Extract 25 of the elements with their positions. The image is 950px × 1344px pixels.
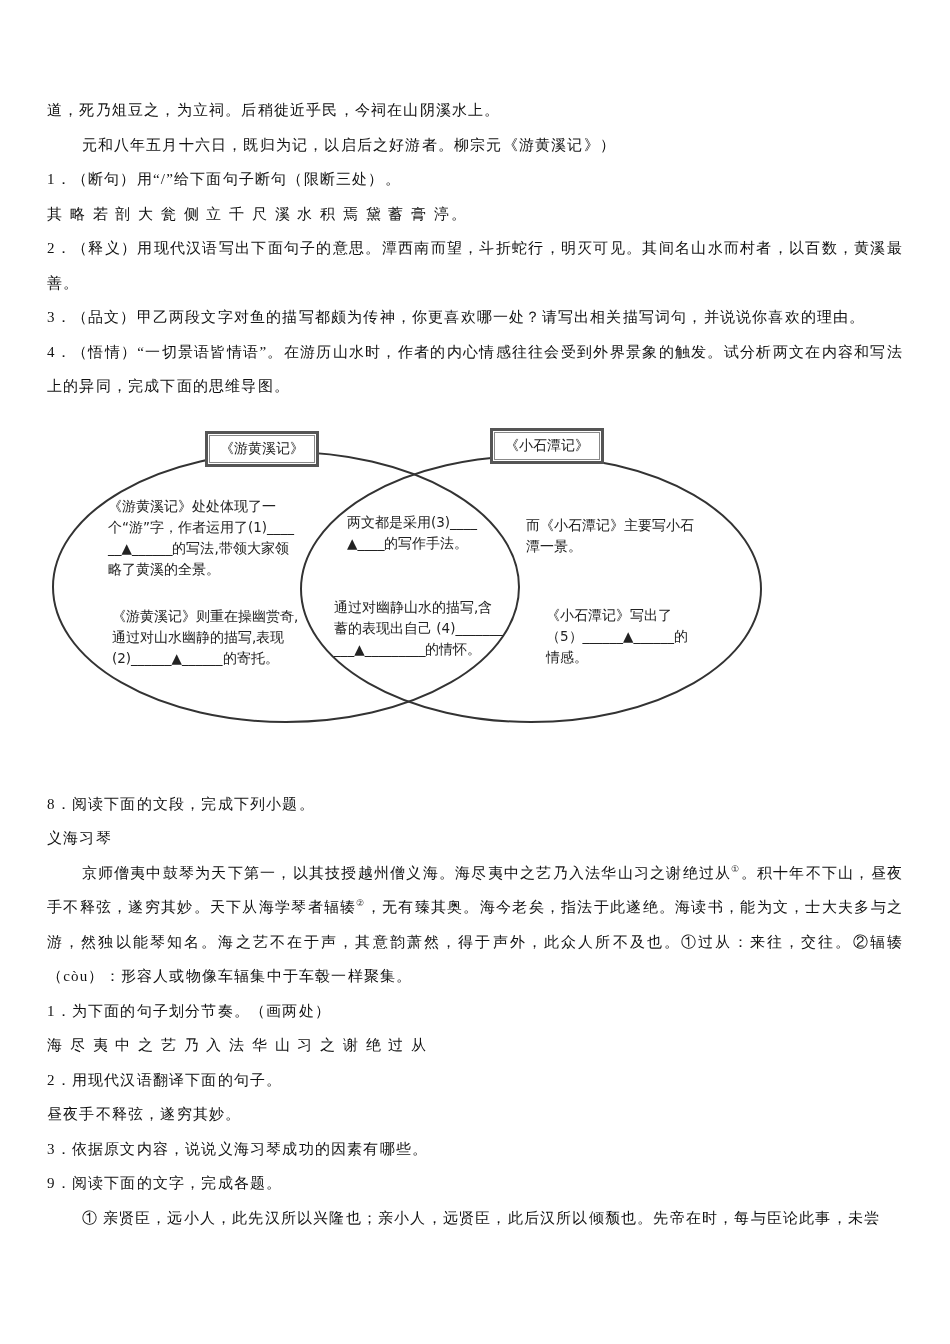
- question-text: 海 尽 夷 中 之 艺 乃 入 法 华 山 习 之 谢 绝 过 从: [47, 1036, 429, 1055]
- question-text: 4．（悟情）“一切景语皆情语”。在游历山水时，作者的内心情感往往会受到外界景象的触发。试分析两文在内容和写法上的异同，完成下面的思维导图。: [47, 342, 903, 396]
- question-text: 2．用现代汉语翻译下面的句子。: [47, 1070, 284, 1090]
- question-text: 道，死乃俎豆之，为立祠。后稍徙近乎民，今祠在山阴溪水上。: [47, 101, 502, 120]
- venn-text: 《游黄溪记》则重在操幽赏奇,通过对山水幽静的描写,表现(2)______▲______的寄托。: [112, 606, 300, 668]
- question-text: 1．为下面的句子划分节奏。（画两处）: [47, 1001, 333, 1021]
- venn-text: 两文都是采用(3)____▲____的写作手法。: [347, 512, 479, 553]
- question-text: 9．阅读下面的文字，完成各题。: [47, 1174, 284, 1193]
- question-text: 3．依据原文内容，说说义海习琴成功的因素有哪些。: [47, 1139, 430, 1159]
- venn-text: 《小石潭记》写出了（5）______▲______的情感。: [546, 605, 689, 667]
- venn-text: 而《小石潭记》主要写小石潭一景。: [526, 515, 695, 556]
- venn-text: 通过对幽静山水的描写,含蓄的表现出自己 (4)__________▲_________的情怀。: [334, 597, 504, 659]
- question-text: 京师僧夷中鼓琴为天下第一，以其技授越州僧义海。海尽夷中之艺乃入法华山习之谢绝过从$^{①}$。积十年不下山，昼夜手不释弦，遂穷其妙。天下从海学琴者辐辏$^{②}$，无有臻其奥。海今老矣，指法于此遂绝。海读书，能为文，士大夫多与之游，然独以能琴知名。海之艺不在于声，其意韵萧然，得于声外，此众人所不及也。①过从：来往，交往。②辐辏（còu）：形容人或物像车辐集中于车毂一样聚集。: [47, 862, 903, 986]
- question-text: 1．（断句）用“/”给下面句子断句（限断三处）。: [47, 170, 402, 189]
- question-text: 昼夜手不释弦，遂穷其妙。: [47, 1105, 243, 1124]
- question-text: ① 亲贤臣，远小人，此先汉所以兴隆也；亲小人，远贤臣，此后汉所以倾颓也。先帝在时，每与臣论此事，未尝: [80, 1208, 882, 1228]
- title-box: 《小石潭记》: [490, 427, 604, 464]
- title-box: 《游黄溪记》: [205, 430, 319, 467]
- question-text: 2．（释义）用现代汉语写出下面句子的意思。潭西南而望，斗折蛇行，明灭可见。其间名山水而村者，以百数，黄溪最善。: [47, 239, 903, 293]
- question-text: 其 略 若 剖 大 瓮 侧 立 千 尺 溪 水 积 焉 黛 蓄 膏 渟。: [47, 204, 469, 224]
- question-text: 元和八年五月十六日，既归为记，以启后之好游者。柳宗元《游黄溪记》）: [80, 135, 618, 155]
- venn-text: 《游黄溪记》处处体现了一个“游”字，作者运用了(1)______▲______的写法,带领大家领略了黄溪的全景。: [108, 496, 296, 579]
- question-text: 8．阅读下面的文段，完成下列小题。: [47, 794, 316, 814]
- question-text: 3．（品文）甲乙两段文字对鱼的描写都颇为传神，你更喜欢哪一处？请写出相关描写词句，并说说你喜欢的理由。: [47, 308, 867, 327]
- passage-title: 义海习琴: [47, 829, 113, 848]
